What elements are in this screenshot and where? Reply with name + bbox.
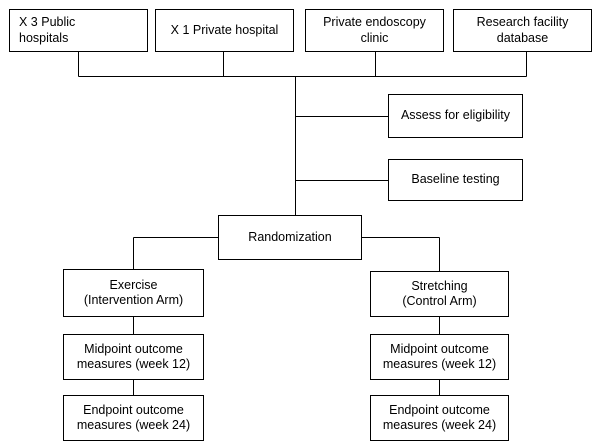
intervention-midpoint-box: Midpoint outcome measures (week 12) <box>63 334 204 380</box>
control-arm-label: Stretching (Control Arm) <box>402 278 477 308</box>
source-endoscopy-clinic: Private endoscopy clinic <box>305 9 444 52</box>
control-endpoint-box: Endpoint outcome measures (week 24) <box>370 395 509 441</box>
randomization-label: Randomization <box>248 229 332 244</box>
source-private-hospital-label: X 1 Private hospital <box>170 22 279 37</box>
source-private-hospital: X 1 Private hospital <box>155 9 294 52</box>
randomization-box: Randomization <box>218 215 362 260</box>
intervention-endpoint-label: Endpoint outcome measures (week 24) <box>76 402 191 432</box>
intervention-endpoint-box: Endpoint outcome measures (week 24) <box>63 395 204 441</box>
control-endpoint-label: Endpoint outcome measures (week 24) <box>382 402 497 432</box>
baseline-testing-label: Baseline testing <box>411 172 500 187</box>
intervention-arm-label: Exercise (Intervention Arm) <box>83 277 184 307</box>
source-endoscopy-clinic-label: Private endoscopy clinic <box>323 15 426 45</box>
source-public-hospitals: X 3 Public hospitals <box>9 9 148 52</box>
source-public-hospitals-label: X 3 Public hospitals <box>19 15 76 45</box>
control-midpoint-box: Midpoint outcome measures (week 12) <box>370 334 509 380</box>
baseline-testing-box: Baseline testing <box>388 159 523 201</box>
control-midpoint-label: Midpoint outcome measures (week 12) <box>382 341 497 371</box>
intervention-arm-box: Exercise (Intervention Arm) <box>63 269 204 317</box>
source-research-database: Research facility database <box>453 9 592 52</box>
assess-eligibility-box: Assess for eligibility <box>388 94 523 138</box>
source-research-database-label: Research facility database <box>476 15 569 45</box>
control-arm-box: Stretching (Control Arm) <box>370 271 509 317</box>
assess-eligibility-label: Assess for eligibility <box>400 108 511 123</box>
intervention-midpoint-label: Midpoint outcome measures (week 12) <box>76 341 191 371</box>
